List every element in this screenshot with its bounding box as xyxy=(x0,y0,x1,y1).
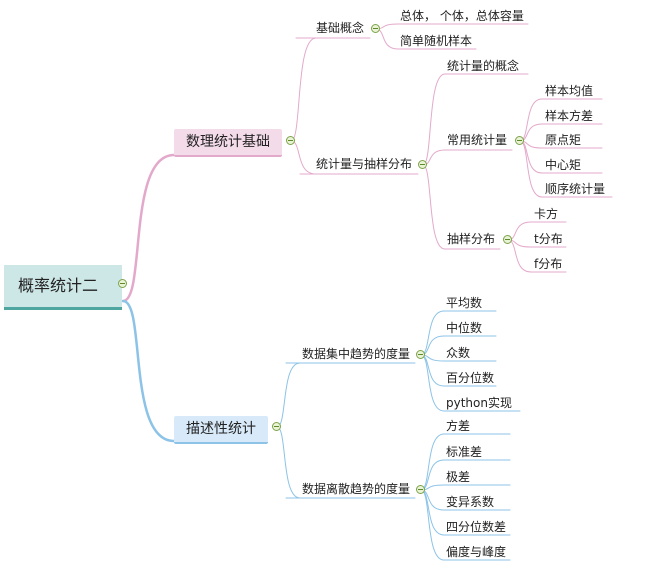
connector xyxy=(375,28,399,50)
leaf-label: 极差 xyxy=(446,470,471,484)
node-central-tendency[interactable]: 数据集中趋势的度量 xyxy=(302,347,410,361)
leaf-statistic-concept[interactable]: 统计量的概念 xyxy=(447,59,519,73)
connector xyxy=(519,140,543,198)
leaf-raw-moment[interactable]: 原点矩 xyxy=(545,133,581,147)
collapse-toggle-icon[interactable] xyxy=(416,350,425,359)
leaf-sample-variance[interactable]: 样本方差 xyxy=(545,109,593,123)
connector-root-branch1 xyxy=(121,153,176,303)
node-common-statistics[interactable]: 常用统计量 xyxy=(447,133,507,147)
collapse-toggle-icon[interactable] xyxy=(503,235,512,244)
leaf-variance[interactable]: 方差 xyxy=(446,419,470,433)
leaf-range[interactable]: 极差 xyxy=(446,470,470,484)
leaf-median[interactable]: 中位数 xyxy=(446,321,482,335)
leaf-label: 四分位数差 xyxy=(446,520,507,534)
node-label: 基础概念 xyxy=(316,21,365,35)
leaf-f-distribution[interactable]: f分布 xyxy=(534,257,562,271)
connector xyxy=(420,433,445,491)
leaf-label: 统计量的概念 xyxy=(447,59,520,73)
leaf-label: 变异系数 xyxy=(446,495,495,509)
leaf-label: 偏度与峰度 xyxy=(446,545,507,559)
collapse-toggle-icon[interactable] xyxy=(272,422,281,431)
leaf-label: 样本均值 xyxy=(545,84,594,98)
leaf-sample-mean[interactable]: 样本均值 xyxy=(545,84,593,98)
leaf-central-moment[interactable]: 中心矩 xyxy=(545,158,581,172)
leaf-label: 卡方 xyxy=(534,207,559,221)
main-node-math-stats[interactable]: 数理统计基础 xyxy=(174,129,282,157)
leaf-order-statistics[interactable]: 顺序统计量 xyxy=(545,182,605,196)
leaf-label: 顺序统计量 xyxy=(545,182,606,196)
root-node[interactable]: 概率统计二 xyxy=(4,265,122,310)
leaf-python-impl[interactable]: python实现 xyxy=(446,396,512,410)
leaf-std-dev[interactable]: 标准差 xyxy=(446,445,482,459)
node-label: 统计量与抽样分布 xyxy=(316,157,413,171)
connector xyxy=(290,140,317,175)
leaf-label: python实现 xyxy=(446,396,512,410)
leaf-label: 中位数 xyxy=(446,321,483,335)
connector xyxy=(290,37,317,142)
leaf-skew-kurtosis[interactable]: 偏度与峰度 xyxy=(446,545,506,559)
leaf-label: 样本方差 xyxy=(545,109,594,123)
connector xyxy=(422,164,446,250)
root-label: 概率统计二 xyxy=(18,276,99,295)
leaf-population[interactable]: 总体， 个体，总体容量 xyxy=(400,9,524,23)
node-label: 数据集中趋势的度量 xyxy=(302,347,411,361)
connector-root-branch2 xyxy=(121,299,176,443)
leaf-label: 中心矩 xyxy=(545,158,582,172)
leaf-label: 简单随机样本 xyxy=(400,34,473,48)
collapse-toggle-icon[interactable] xyxy=(286,136,295,145)
collapse-toggle-icon[interactable] xyxy=(118,279,127,288)
leaf-t-distribution[interactable]: t分布 xyxy=(534,232,563,246)
leaf-label: f分布 xyxy=(534,257,563,271)
leaf-iqr[interactable]: 四分位数差 xyxy=(446,520,506,534)
leaf-label: 方差 xyxy=(446,419,471,433)
node-label: 抽样分布 xyxy=(447,232,496,246)
leaf-mode[interactable]: 众数 xyxy=(446,346,470,360)
node-basic-concepts[interactable]: 基础概念 xyxy=(316,21,364,35)
main-label-math-stats: 数理统计基础 xyxy=(186,134,270,150)
collapse-toggle-icon[interactable] xyxy=(515,136,524,145)
leaf-label: 平均数 xyxy=(446,296,483,310)
connector xyxy=(420,310,445,356)
collapse-toggle-icon[interactable] xyxy=(371,24,380,33)
connector xyxy=(519,98,543,142)
main-node-descriptive[interactable]: 描述性统计 xyxy=(174,416,268,444)
leaf-percentile[interactable]: 百分位数 xyxy=(446,371,494,385)
connector xyxy=(276,362,301,428)
connector xyxy=(276,426,301,499)
collapse-toggle-icon[interactable] xyxy=(418,160,427,169)
leaf-label: 百分位数 xyxy=(446,371,495,385)
node-sampling-distribution[interactable]: 抽样分布 xyxy=(447,232,495,246)
node-dispersion[interactable]: 数据离散趋势的度量 xyxy=(302,482,410,496)
node-label: 数据离散趋势的度量 xyxy=(302,482,411,496)
connector xyxy=(420,489,445,536)
node-statistics-sampling[interactable]: 统计量与抽样分布 xyxy=(316,157,412,171)
leaf-chi-square[interactable]: 卡方 xyxy=(534,207,558,221)
leaf-label: 标准差 xyxy=(446,445,483,459)
leaf-label: 原点矩 xyxy=(545,133,582,147)
leaf-label: 众数 xyxy=(446,346,471,360)
connector xyxy=(420,354,445,412)
leaf-simple-random-sample[interactable]: 简单随机样本 xyxy=(400,34,472,48)
leaf-cv[interactable]: 变异系数 xyxy=(446,495,494,509)
leaf-label: 总体， 个体，总体容量 xyxy=(400,9,524,23)
node-label: 常用统计量 xyxy=(447,133,508,147)
connector xyxy=(507,239,532,273)
leaf-label: t分布 xyxy=(534,232,563,246)
connector xyxy=(519,140,543,174)
main-label-descriptive: 描述性统计 xyxy=(186,421,256,437)
collapse-toggle-icon[interactable] xyxy=(416,485,425,494)
connector xyxy=(422,73,446,166)
leaf-mean[interactable]: 平均数 xyxy=(446,296,482,310)
